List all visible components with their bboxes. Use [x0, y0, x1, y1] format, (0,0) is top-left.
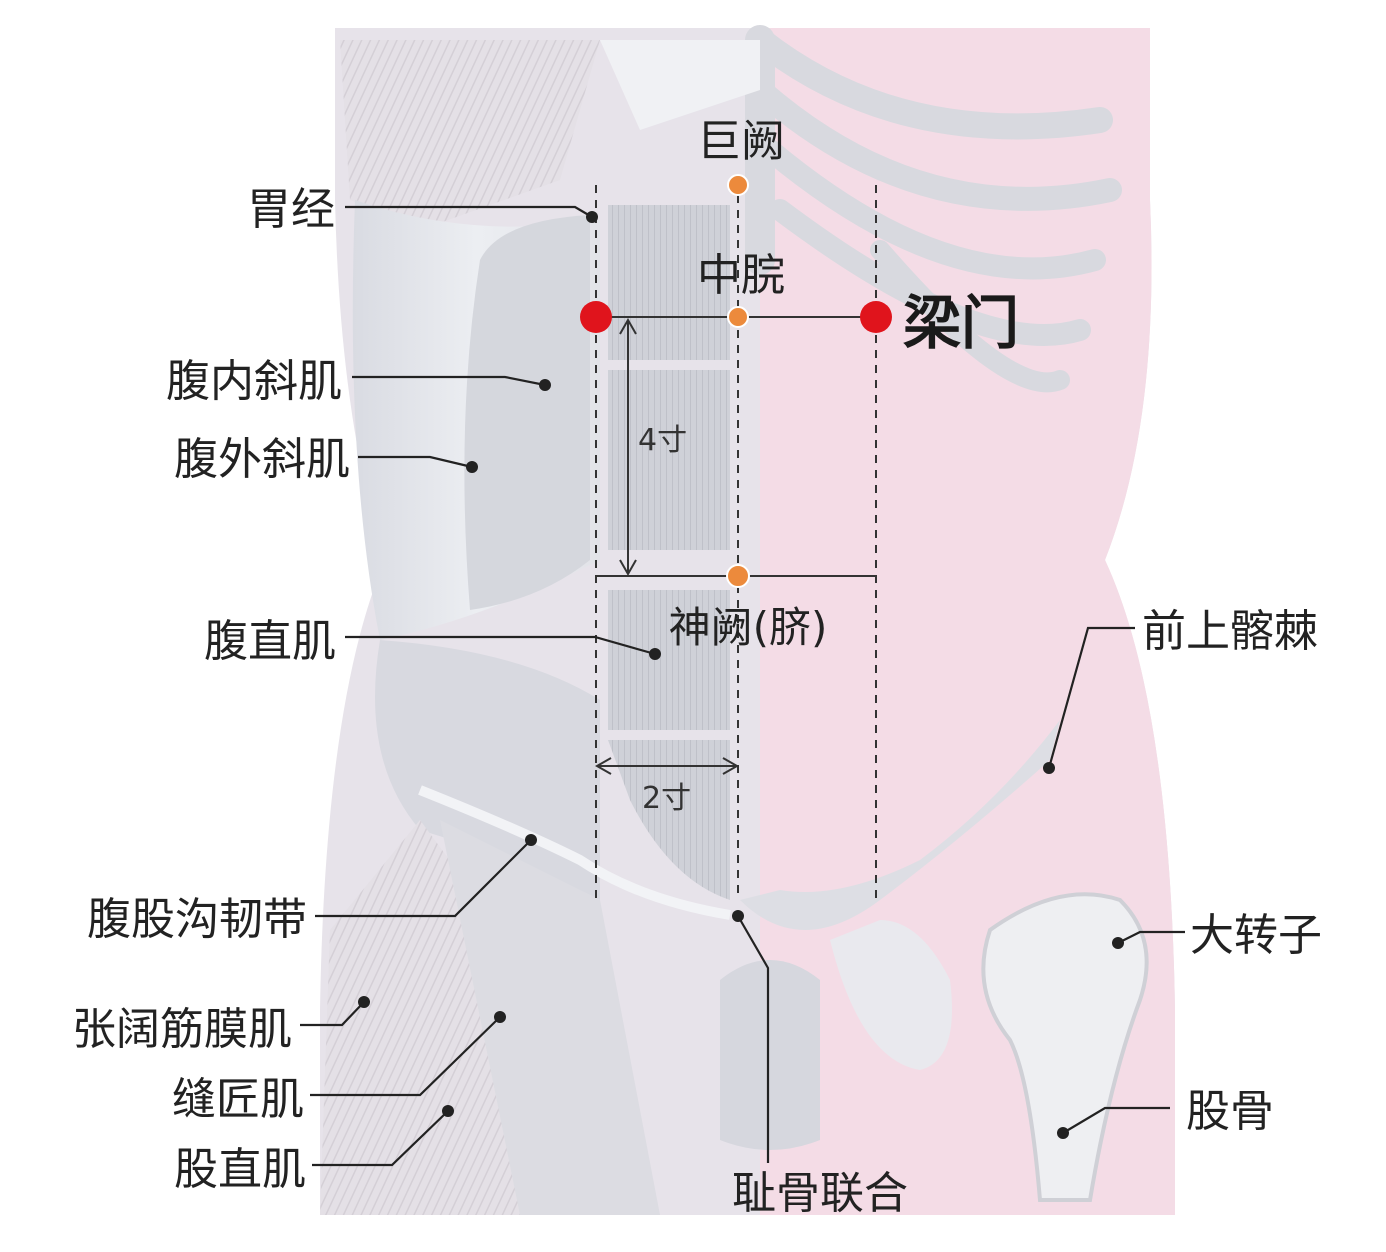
rectus-femoris-label: 股直肌 [174, 1144, 306, 1195]
zhongwan-point [727, 306, 749, 328]
shenque-point [726, 564, 750, 588]
liangmen-right-point [860, 301, 892, 333]
dot-rectus-femoris [442, 1105, 454, 1117]
leader-dots [358, 211, 1124, 1139]
external-oblique-label: 腹外斜肌 [174, 434, 350, 485]
leader-rectus-abdominis [345, 635, 656, 656]
dot-sartorius [494, 1011, 506, 1023]
leader-external-oblique [358, 455, 473, 469]
inguinal-ligament-label: 腹股沟韧带 [87, 894, 307, 945]
juque-point [727, 174, 749, 196]
horizontal-measure-label: 2寸 [642, 781, 691, 816]
internal-oblique-label: 腹内斜肌 [166, 356, 342, 407]
leader-asis [1047, 626, 1135, 769]
leader-stomach-meridian [345, 205, 593, 218]
leader-femur [1062, 1106, 1170, 1134]
leader-rectus-femoris [312, 1110, 449, 1167]
vertical-arrow-head-bottom [619, 559, 637, 577]
asis-label: 前上髂棘 [1142, 606, 1318, 657]
femur-label: 股骨 [1186, 1086, 1274, 1137]
inguinal-ligament-shape [418, 785, 731, 920]
dot-femur [1057, 1127, 1069, 1139]
horizontal-arrow-head-left [594, 757, 612, 775]
dot-greater-trochanter [1112, 937, 1124, 949]
tensor-fasciae-latae-label: 张阔筋膜肌 [72, 1004, 292, 1055]
dot-stomach-meridian [586, 211, 598, 223]
dot-inguinal-ligament [525, 834, 537, 846]
liangmen-left-point [580, 301, 612, 333]
oblique-muscles [352, 200, 600, 640]
leader-tensor-fasciae [300, 1001, 365, 1027]
acupoints [580, 174, 892, 588]
leader-sartorius [310, 1016, 501, 1097]
stomach-meridian-label: 胃经 [247, 184, 335, 235]
greater-trochanter-label: 大转子 [1190, 910, 1322, 961]
thigh-muscles [320, 820, 660, 1215]
dot-tensor-fasciae [358, 996, 370, 1008]
juque-label: 巨阙 [697, 116, 785, 167]
dot-internal-oblique [539, 379, 551, 391]
dot-external-oblique [466, 461, 478, 473]
leader-pubic-symphysis [737, 915, 770, 1163]
dot-rectus-abdominis [649, 648, 661, 660]
sartorius-label: 缝匠肌 [172, 1074, 304, 1125]
horizontal-arrow-head-right [722, 757, 740, 775]
dot-pubic-symphysis [732, 910, 744, 922]
liangmen-label: 梁门 [903, 289, 1019, 357]
dot-asis [1043, 762, 1055, 774]
vertical-measure-label: 4寸 [638, 423, 687, 458]
leader-inguinal-ligament [315, 839, 532, 918]
pubic-symphysis-label: 耻骨联合 [732, 1168, 908, 1219]
leader-lines [300, 205, 1185, 1167]
rectus-abdominis-label: 腹直肌 [204, 616, 336, 667]
leader-greater-trochanter [1117, 930, 1185, 944]
zhongwan-label: 中脘 [697, 250, 785, 301]
upper-left-muscles [340, 40, 760, 230]
vertical-arrow-head-top [619, 317, 637, 335]
rib-cage [745, 25, 1122, 393]
leader-internal-oblique [352, 375, 546, 387]
pelvis [375, 640, 1060, 1150]
femur-bone [981, 892, 1149, 1202]
shenque-label: 神阙(脐) [669, 603, 828, 652]
